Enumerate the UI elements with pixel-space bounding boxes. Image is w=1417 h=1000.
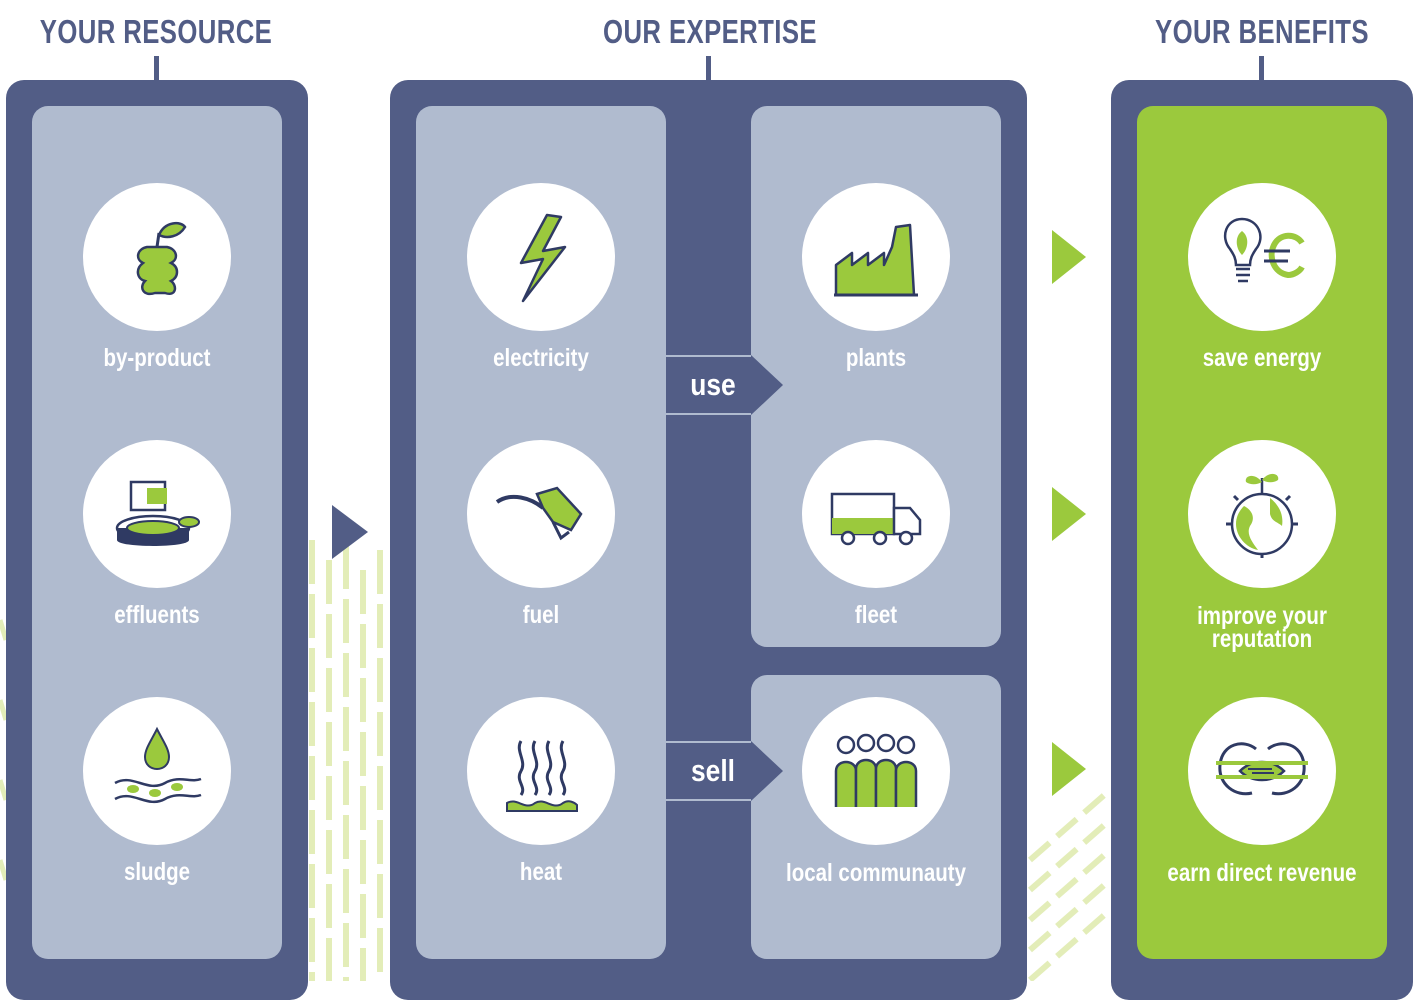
heading-connector bbox=[1259, 56, 1264, 82]
factory-icon bbox=[802, 183, 950, 331]
resource-label: by-product bbox=[103, 344, 211, 372]
sell-tag: sell bbox=[666, 741, 783, 801]
fuel-nozzle-icon bbox=[467, 440, 615, 588]
people-group-icon bbox=[802, 697, 950, 845]
heading-connector bbox=[154, 56, 159, 82]
truck-icon bbox=[802, 440, 950, 588]
sell-target-label: local communauty bbox=[786, 859, 966, 887]
use-target-label: plants bbox=[845, 344, 907, 372]
heading-your-resource: YOUR RESOURCE bbox=[39, 13, 273, 50]
flow-arrow-icon bbox=[1052, 487, 1086, 541]
resource-label: effluents bbox=[114, 601, 200, 629]
handshake-euro-icon bbox=[1188, 697, 1336, 845]
heading-our-expertise: OUR EXPERTISE bbox=[603, 13, 817, 50]
use-target-label: fleet bbox=[854, 601, 898, 629]
bulb-euro-icon bbox=[1188, 183, 1336, 331]
heading-connector bbox=[706, 56, 711, 82]
sell-label: sell bbox=[691, 753, 735, 788]
flow-arrow-icon bbox=[1052, 742, 1086, 796]
sludge-drop-icon bbox=[83, 697, 231, 845]
globe-sprout-icon bbox=[1188, 440, 1336, 588]
benefit-label: save energy bbox=[1202, 344, 1322, 372]
expertise-output-label: fuel bbox=[522, 601, 560, 629]
lightning-bolt-icon bbox=[467, 183, 615, 331]
resource-label: sludge bbox=[123, 858, 191, 886]
heading-your-benefits: YOUR BENEFITS bbox=[1155, 13, 1369, 50]
treatment-plant-icon bbox=[83, 440, 231, 588]
expertise-output-label: heat bbox=[519, 858, 563, 886]
use-tag: use bbox=[666, 355, 783, 415]
benefit-label: improve your reputation bbox=[1197, 602, 1327, 653]
benefit-label: earn direct revenue bbox=[1167, 859, 1357, 887]
flow-arrow-icon bbox=[1052, 230, 1086, 284]
heat-waves-icon bbox=[467, 697, 615, 845]
apple-core-icon bbox=[83, 183, 231, 331]
expertise-output-label: electricity bbox=[493, 344, 589, 372]
flow-arrow-icon bbox=[332, 505, 368, 559]
use-label: use bbox=[690, 367, 736, 402]
